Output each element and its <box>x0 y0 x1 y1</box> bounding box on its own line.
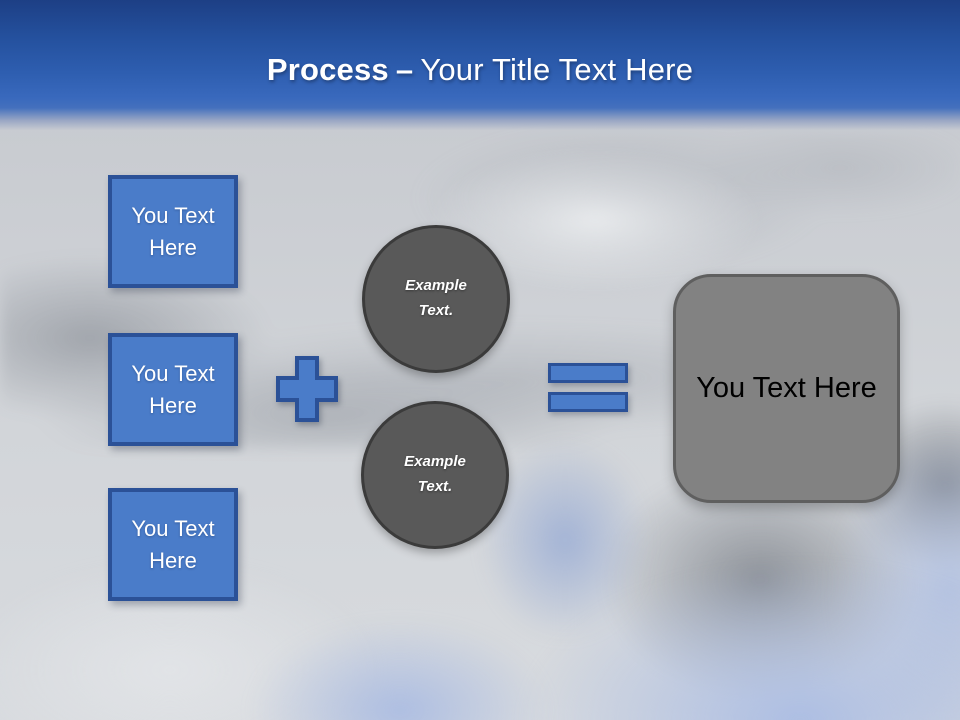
photo-shirt-main <box>520 560 960 720</box>
example-circle-1[interactable]: Example Text. <box>362 225 510 373</box>
title-bar: Process–Your Title Text Here <box>0 0 960 140</box>
photo-sleeve-left <box>250 620 550 720</box>
title-emphasis: Process <box>266 52 389 87</box>
input-box-2[interactable]: You Text Here <box>108 333 238 446</box>
equals-bottom-bar <box>548 392 628 412</box>
example-circle-2[interactable]: Example Text. <box>361 401 509 549</box>
slide-title[interactable]: Process–Your Title Text Here <box>0 52 960 88</box>
equals-icon[interactable] <box>548 363 628 412</box>
result-box-label: You Text Here <box>696 372 877 404</box>
input-box-1[interactable]: You Text Here <box>108 175 238 288</box>
title-text: Your Title Text Here <box>420 52 694 87</box>
input-box-1-label: You Text Here <box>131 203 215 260</box>
example-circle-1-label: Example Text. <box>405 277 467 319</box>
title-separator: – <box>395 52 414 87</box>
result-box[interactable]: You Text Here <box>673 274 900 503</box>
input-box-3-label: You Text Here <box>131 516 215 573</box>
input-box-3[interactable]: You Text Here <box>108 488 238 601</box>
input-box-2-label: You Text Here <box>131 361 215 418</box>
plus-icon[interactable] <box>276 356 338 422</box>
equals-top-bar <box>548 363 628 383</box>
example-circle-2-label: Example Text. <box>404 453 466 495</box>
